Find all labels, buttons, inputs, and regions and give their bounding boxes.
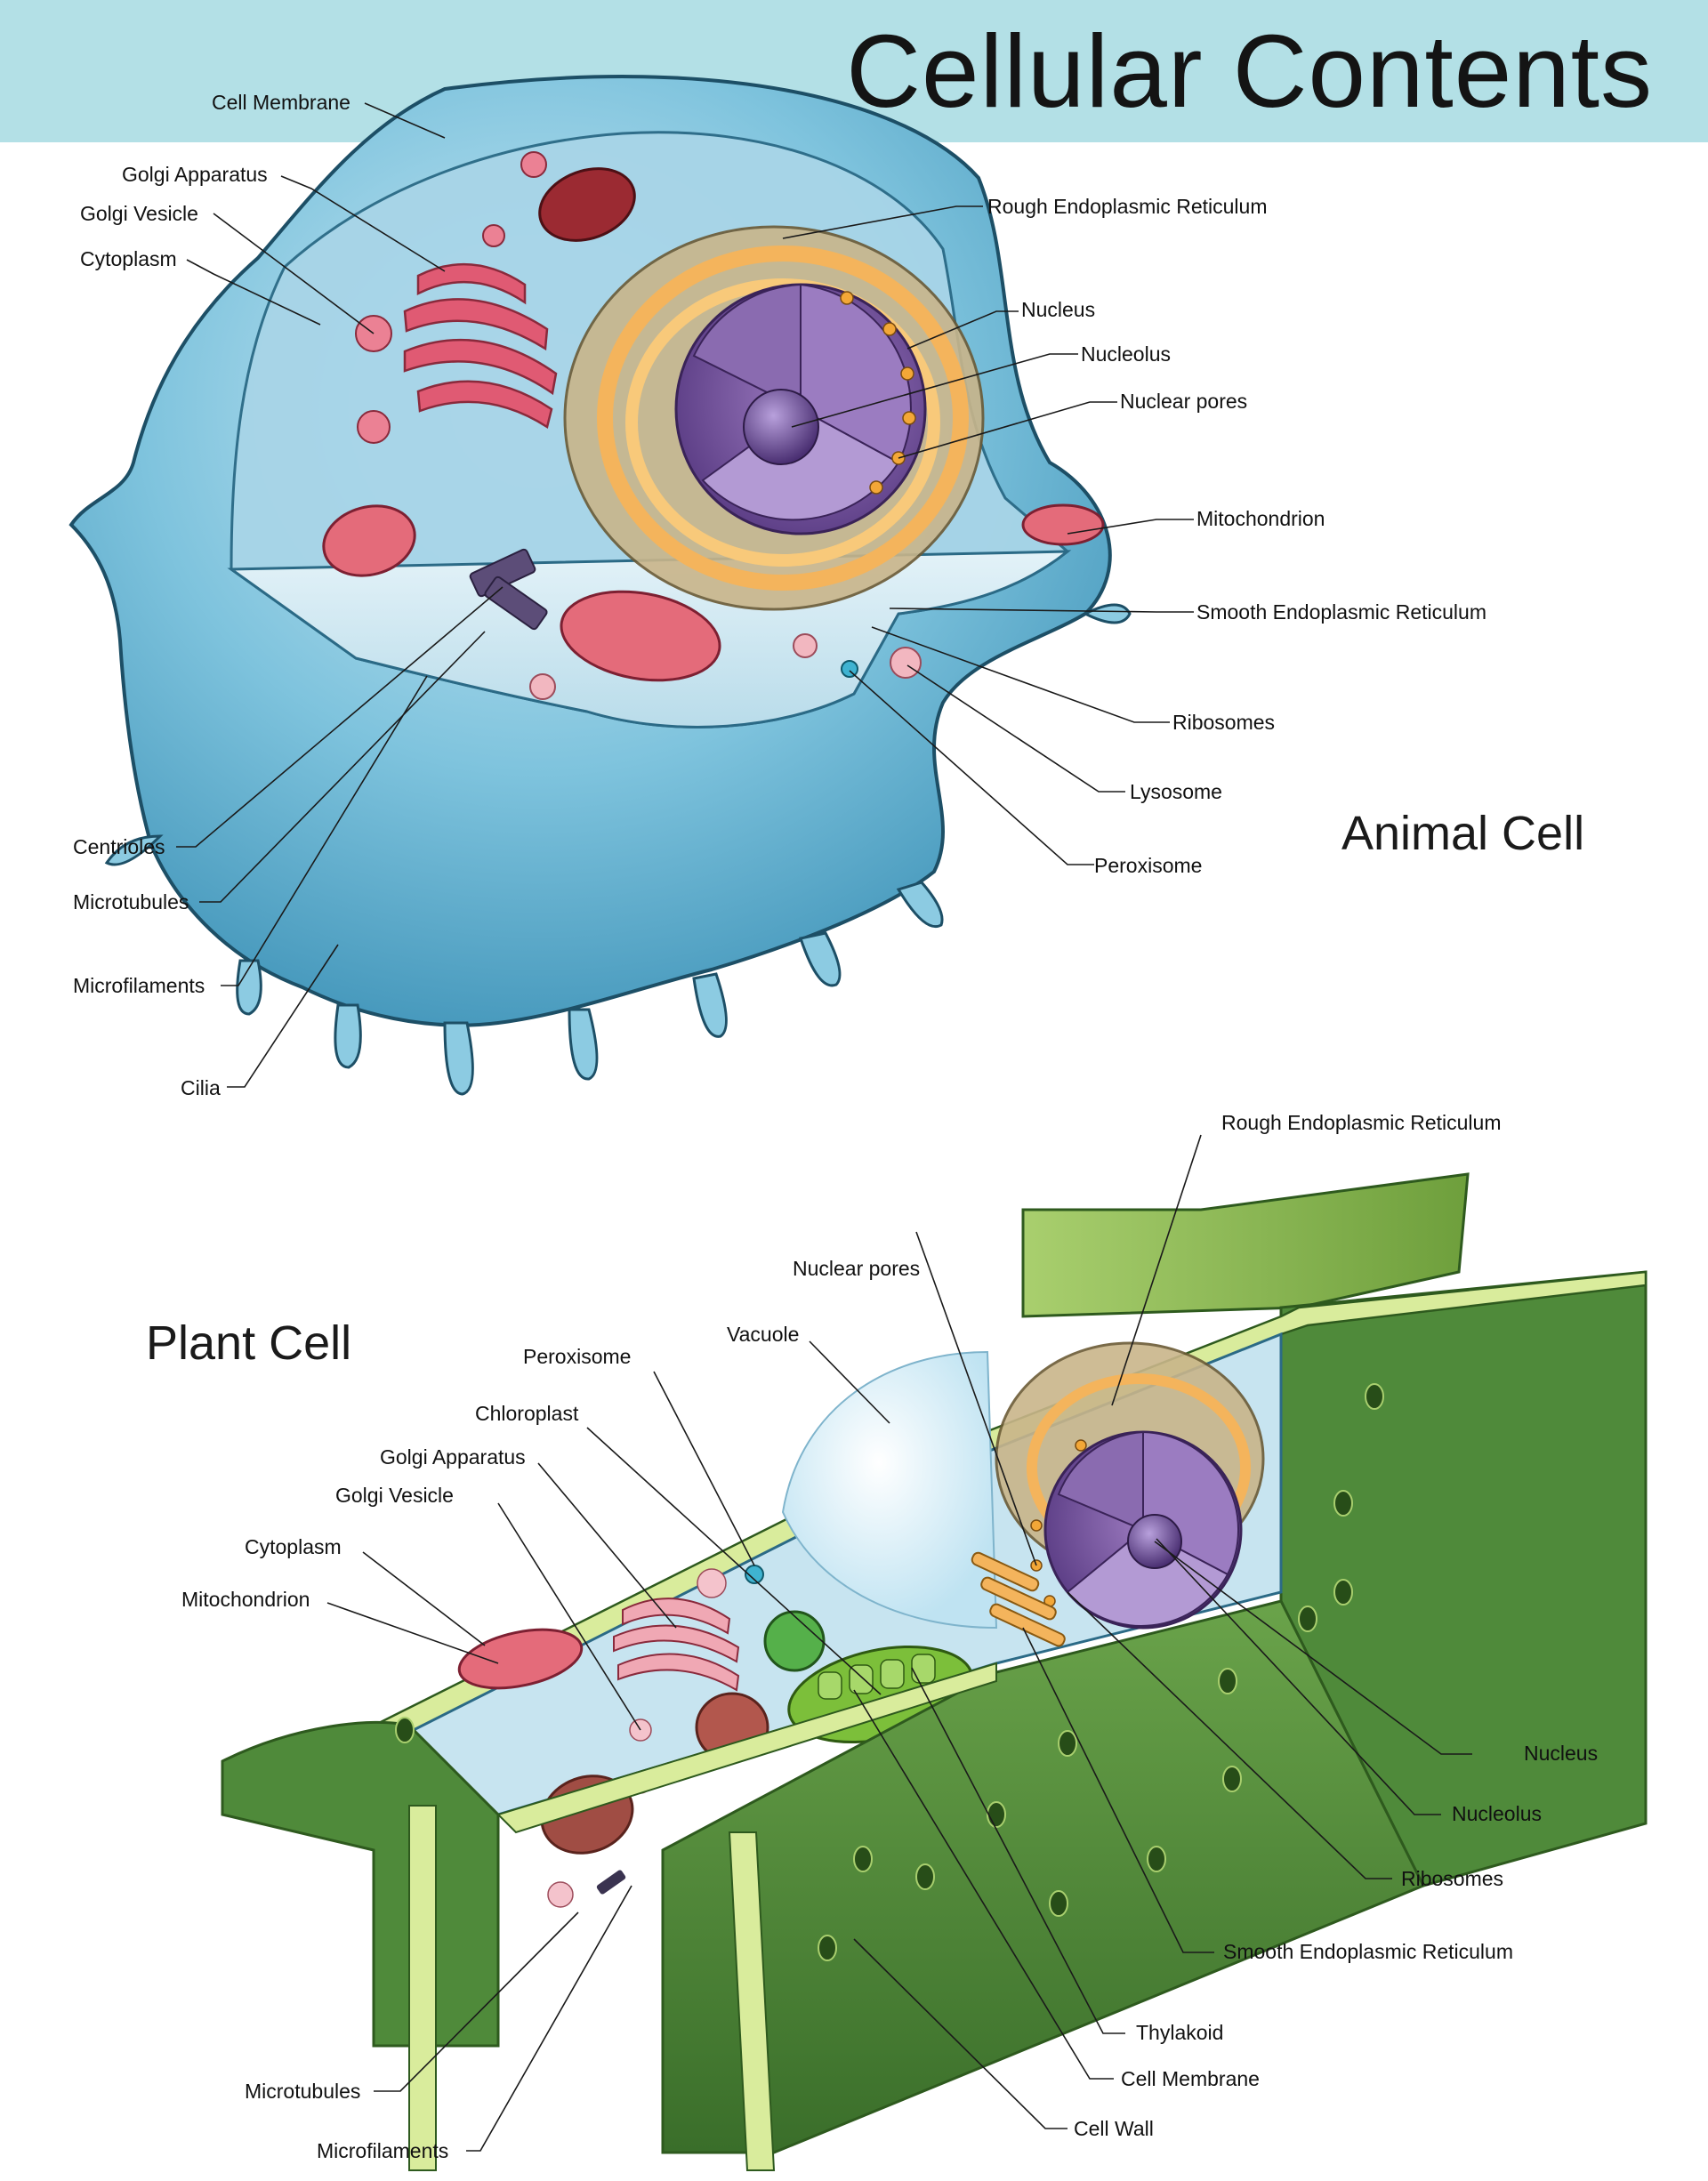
animal-label-lysosome: Lysosome	[1130, 780, 1222, 803]
animal-peroxisome	[841, 660, 858, 678]
plant-label-rough-er: Rough Endoplasmic Reticulum	[1221, 1111, 1502, 1134]
animal-leader-lines	[176, 102, 1194, 1088]
plant-label-smooth-er: Smooth Endoplasmic Reticulum	[1223, 1940, 1513, 1963]
plant-smooth-er	[971, 1551, 1066, 1647]
animal-golgi-apparatus	[403, 262, 558, 429]
animal-nucleus-cutaway	[701, 407, 900, 521]
plant-label-cell-wall: Cell Wall	[1074, 2117, 1154, 2140]
animal-label-nuclear-pores: Nuclear pores	[1120, 390, 1248, 413]
plant-label-golgi-apparatus: Golgi Apparatus	[380, 1445, 526, 1469]
plant-back-wall	[1021, 1172, 1470, 1318]
animal-dark-vesicle	[538, 167, 636, 242]
plant-mid-wall-rim	[728, 1831, 776, 2171]
animal-label-nucleolus: Nucleolus	[1081, 342, 1171, 366]
plant-nucleus-cutaway	[1057, 1430, 1144, 1532]
plant-wall-pits	[395, 1383, 1384, 1961]
animal-label-centrioles: Centrioles	[73, 835, 165, 858]
animal-nucleolus	[743, 389, 819, 465]
animal-cell-illustration	[68, 75, 1132, 1096]
plant-cell-heading: Plant Cell	[146, 1316, 352, 1370]
animal-label-golgi-apparatus: Golgi Apparatus	[122, 163, 268, 186]
plant-label-cell-membrane: Cell Membrane	[1121, 2067, 1260, 2090]
animal-label-mitochondrion: Mitochondrion	[1196, 507, 1325, 530]
animal-label-cytoplasm: Cytoplasm	[80, 247, 177, 270]
animal-nucleus-cutaway	[692, 283, 802, 411]
plant-mitochondrion	[457, 1628, 584, 1690]
plant-thylakoid	[818, 1654, 936, 1700]
plant-left-wall-rim	[408, 1805, 437, 2171]
plant-label-cytoplasm: Cytoplasm	[245, 1535, 342, 1558]
plant-label-microtubules: Microtubules	[245, 2080, 361, 2103]
animal-nucleus-cutaway	[800, 283, 912, 464]
animal-cell-heading: Animal Cell	[1341, 807, 1585, 860]
plant-label-nuclear-pores: Nuclear pores	[793, 1257, 921, 1280]
animal-golgi-vesicles	[355, 151, 547, 444]
plant-label-peroxisome: Peroxisome	[523, 1345, 632, 1368]
animal-label-rough-er: Rough Endoplasmic Reticulum	[987, 195, 1268, 218]
plant-label-golgi-vesicle: Golgi Vesicle	[335, 1484, 454, 1507]
animal-mitochondria	[322, 503, 1105, 682]
animal-label-golgi-vesicle: Golgi Vesicle	[80, 202, 198, 225]
animal-label-peroxisome: Peroxisome	[1094, 854, 1203, 877]
animal-label-ribosomes: Ribosomes	[1172, 711, 1276, 734]
plant-leader-lines	[326, 1134, 1472, 2152]
plant-label-nucleolus: Nucleolus	[1452, 1802, 1542, 1825]
plant-label-ribosomes: Ribosomes	[1401, 1867, 1504, 1890]
animal-centrioles	[469, 548, 548, 631]
plant-label-vacuole: Vacuole	[727, 1323, 800, 1346]
plant-label-nucleus: Nucleus	[1524, 1742, 1599, 1765]
membrane-protrusions	[104, 603, 1132, 1096]
plant-cell-illustration	[221, 1172, 1648, 2171]
animal-label-smooth-er: Smooth Endoplasmic Reticulum	[1196, 600, 1486, 624]
animal-label-nucleus: Nucleus	[1021, 298, 1096, 321]
plant-label-chloroplast: Chloroplast	[475, 1402, 579, 1425]
plant-golgi-apparatus	[613, 1598, 740, 1692]
animal-lysosomes	[529, 633, 922, 700]
plant-label-microfilaments: Microfilaments	[317, 2139, 449, 2162]
animal-label-cell-membrane: Cell Membrane	[212, 91, 350, 114]
plant-microtubule-bundle	[596, 1870, 626, 1895]
animal-label-microfilaments: Microfilaments	[73, 974, 205, 997]
plant-small-green-organelle	[763, 1610, 826, 1672]
page-title: Cellular Contents	[846, 13, 1653, 129]
plant-label-thylakoid: Thylakoid	[1136, 2021, 1224, 2044]
animal-label-cilia: Cilia	[181, 1076, 221, 1099]
plant-vacuole	[781, 1350, 998, 1630]
plant-label-mitochondrion: Mitochondrion	[181, 1588, 310, 1611]
plant-front-wall-rim	[496, 1662, 997, 1834]
animal-label-microtubules: Microtubules	[73, 890, 189, 913]
animal-er-layer	[597, 245, 969, 591]
